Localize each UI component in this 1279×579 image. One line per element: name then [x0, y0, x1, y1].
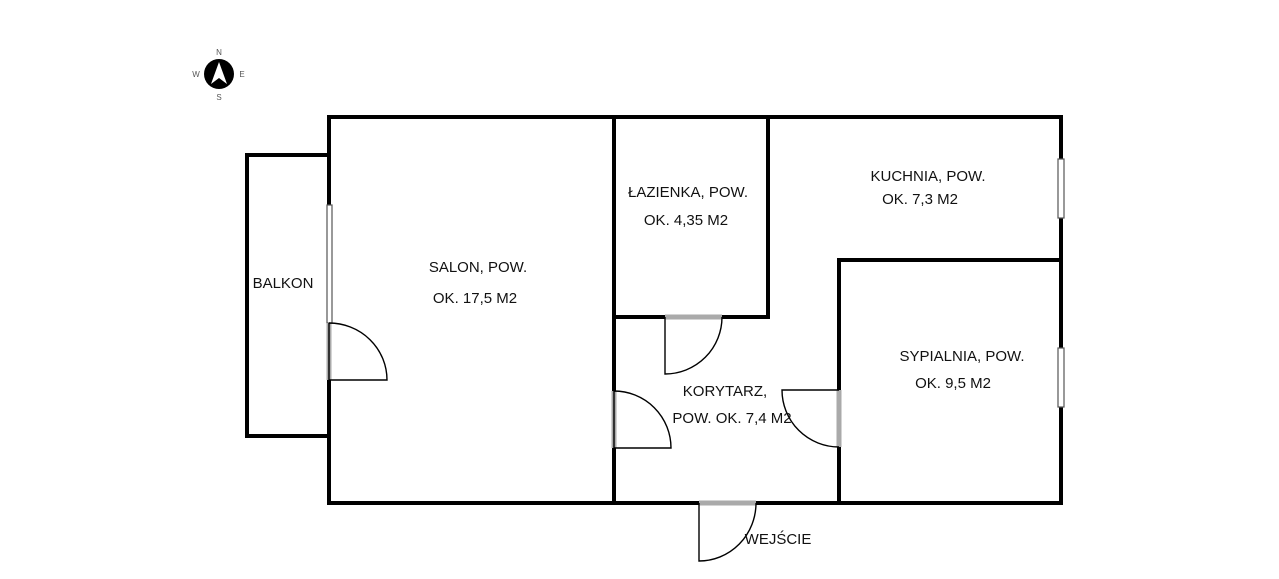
room-salon-label: SALON, POW.: [429, 259, 527, 276]
window-balcony-salon: [326, 204, 333, 324]
compass-north: N: [216, 48, 222, 57]
room-lazienka-area: OK. 4,35 M2: [644, 212, 728, 229]
balcony-wall: [245, 153, 331, 438]
compass: N S E W: [192, 48, 244, 102]
door-swing-bathroom: [664, 316, 723, 375]
room-korytarz-area: POW. OK. 7,4 M2: [672, 410, 791, 427]
room-kuchnia-area: OK. 7,3 M2: [882, 191, 958, 208]
room-lazienka-label: ŁAZIENKA, POW.: [628, 184, 748, 201]
compass-east: E: [239, 70, 244, 79]
room-sypialnia-label: SYPIALNIA, POW.: [899, 348, 1024, 365]
entrance-label: WEJŚCIE: [745, 530, 812, 548]
windows: [326, 158, 1065, 408]
room-korytarz-label: KORYTARZ,: [683, 383, 767, 400]
room-salon-area: OK. 17,5 M2: [433, 290, 517, 307]
compass-west: W: [192, 70, 200, 79]
window-kitchen: [1057, 158, 1065, 219]
door-swing-balcony: [328, 322, 388, 381]
room-kuchnia-label: KUCHNIA, POW.: [870, 168, 985, 185]
door-swing-bedroom: [781, 389, 840, 448]
room-balkon-label: BALKON: [253, 275, 314, 292]
room-labels: BALKON SALON, POW. OK. 17,5 M2 ŁAZIENKA,…: [253, 168, 1025, 548]
door-swing-entrance: [698, 502, 757, 562]
door-swing-salon: [613, 390, 672, 449]
window-bedroom: [1057, 347, 1065, 408]
door-swings: [328, 316, 840, 562]
room-sypialnia-area: OK. 9,5 M2: [915, 375, 991, 392]
compass-south: S: [216, 93, 221, 102]
compass-arrow-icon: [211, 62, 227, 84]
